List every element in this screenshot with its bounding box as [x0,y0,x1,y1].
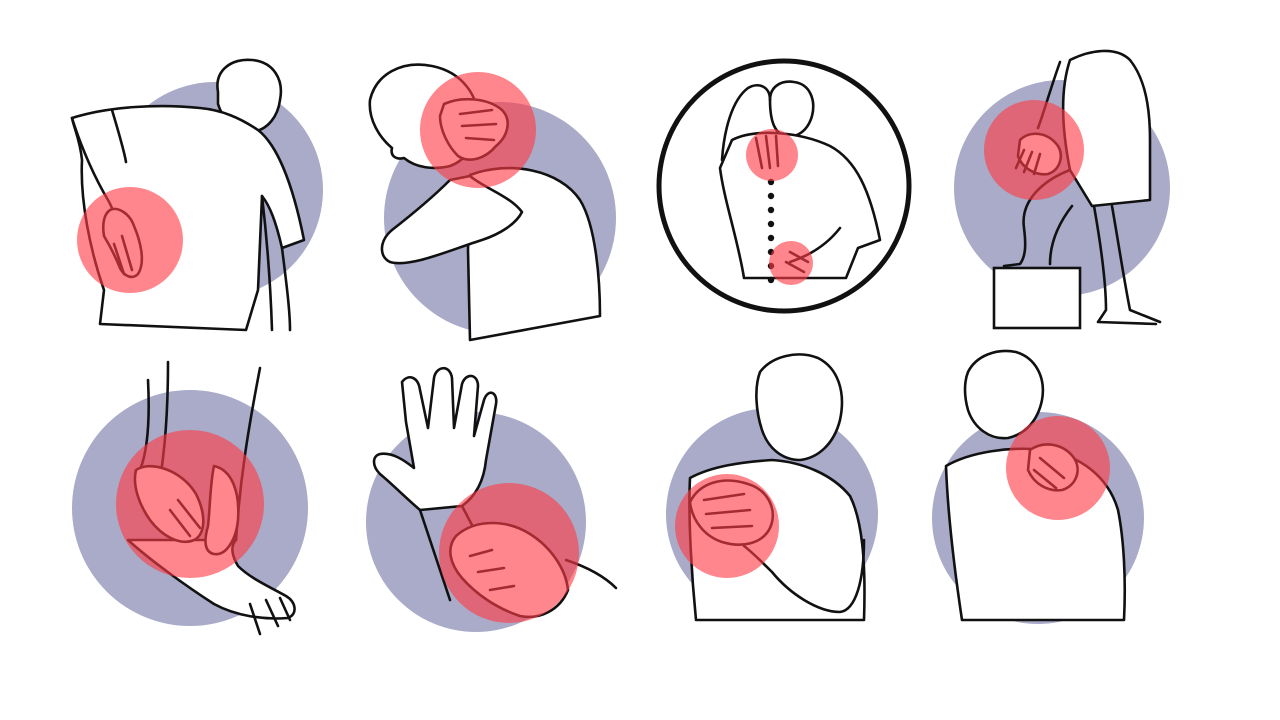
lower-back-arm-inner [110,108,128,164]
knee-pain-spot [984,100,1084,200]
neck-pain-icon [368,63,616,342]
spine-pain-icon [656,58,912,314]
lower-back-pain-icon [70,58,323,332]
spine-vertebra-3 [767,206,775,214]
ankle-pain-icon [72,360,308,636]
knee-raised-leg-back [1048,204,1074,266]
knee-standing-leg-inner [1092,204,1158,326]
neck-front-arm [380,174,524,265]
shoulder-pain-icon [666,353,878,622]
knee-step-box [992,266,1082,330]
spine-upper-pain-spot [746,129,798,181]
spine-vertebra-2 [767,192,775,200]
spine-vertebra-8 [767,276,775,284]
upper-back-pain-spot [1006,416,1110,520]
ankle-toes [248,596,292,636]
spine-lower-pain-spot [769,241,813,285]
lower-back-right-arm-outer [280,246,292,332]
shoulder-head [755,353,844,462]
ankle-pain-spot [116,430,264,578]
lower-back-right-arm [260,194,274,332]
knee-pain-icon [954,49,1170,330]
upper-back-pain-icon [932,349,1144,624]
upper-back-head [963,349,1045,440]
knee-standing-leg [1110,204,1162,324]
wrist-pain-icon [366,366,618,632]
neck-pain-spot [420,72,536,188]
spine-vertebra-5 [767,234,775,242]
wrist-open-hand [372,366,498,512]
wrist-pain-spot [439,483,579,623]
lower-back-pain-spot [77,187,183,293]
spine-raised-arm [720,84,772,162]
wrist-forearm-left [418,508,452,602]
spine-vertebra-4 [767,220,775,228]
spine-head [768,80,815,138]
shoulder-pain-spot [675,474,779,578]
